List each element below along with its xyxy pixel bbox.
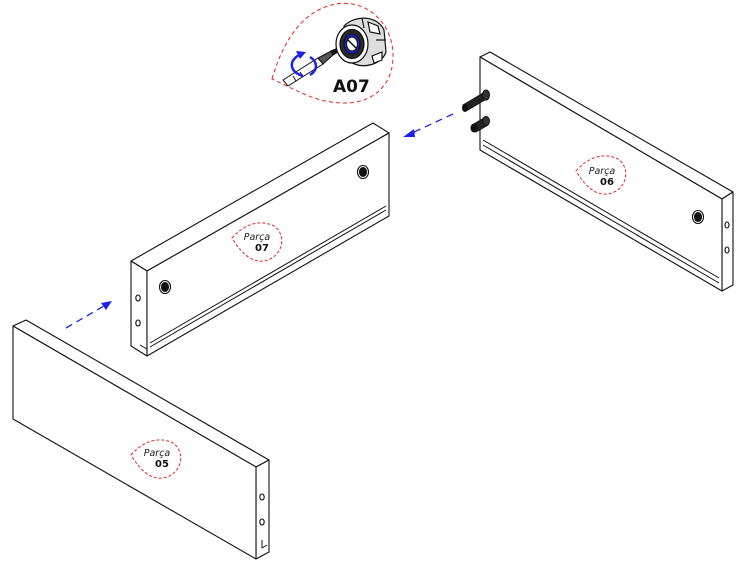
part-number: 06 <box>600 177 614 188</box>
cam-hole-06 <box>691 209 705 225</box>
assembly-arrow-left <box>65 301 112 329</box>
part-word: Parça <box>144 448 171 459</box>
part-label-06: Parça 06 <box>575 155 627 195</box>
part-word: Parça <box>244 232 271 243</box>
cam-lock-icon <box>335 17 387 67</box>
rotate-icon <box>290 51 318 78</box>
callout-code: A07 <box>333 77 370 97</box>
part-number: 07 <box>255 243 269 254</box>
cam-hole-07-right <box>356 164 370 180</box>
part-label-05: Parça 05 <box>130 439 182 479</box>
callout-a07: A07 <box>271 2 394 104</box>
part-number: 05 <box>155 459 169 470</box>
assembly-arrow-right <box>403 113 454 137</box>
panel-05 <box>12 319 270 560</box>
part-word: Parça <box>589 166 616 177</box>
part-label-07: Parça 07 <box>231 222 283 262</box>
wood-dowel <box>470 116 490 133</box>
screwdriver-icon <box>282 47 339 87</box>
cam-screw <box>462 89 490 112</box>
cam-hole-07-left <box>158 279 172 295</box>
